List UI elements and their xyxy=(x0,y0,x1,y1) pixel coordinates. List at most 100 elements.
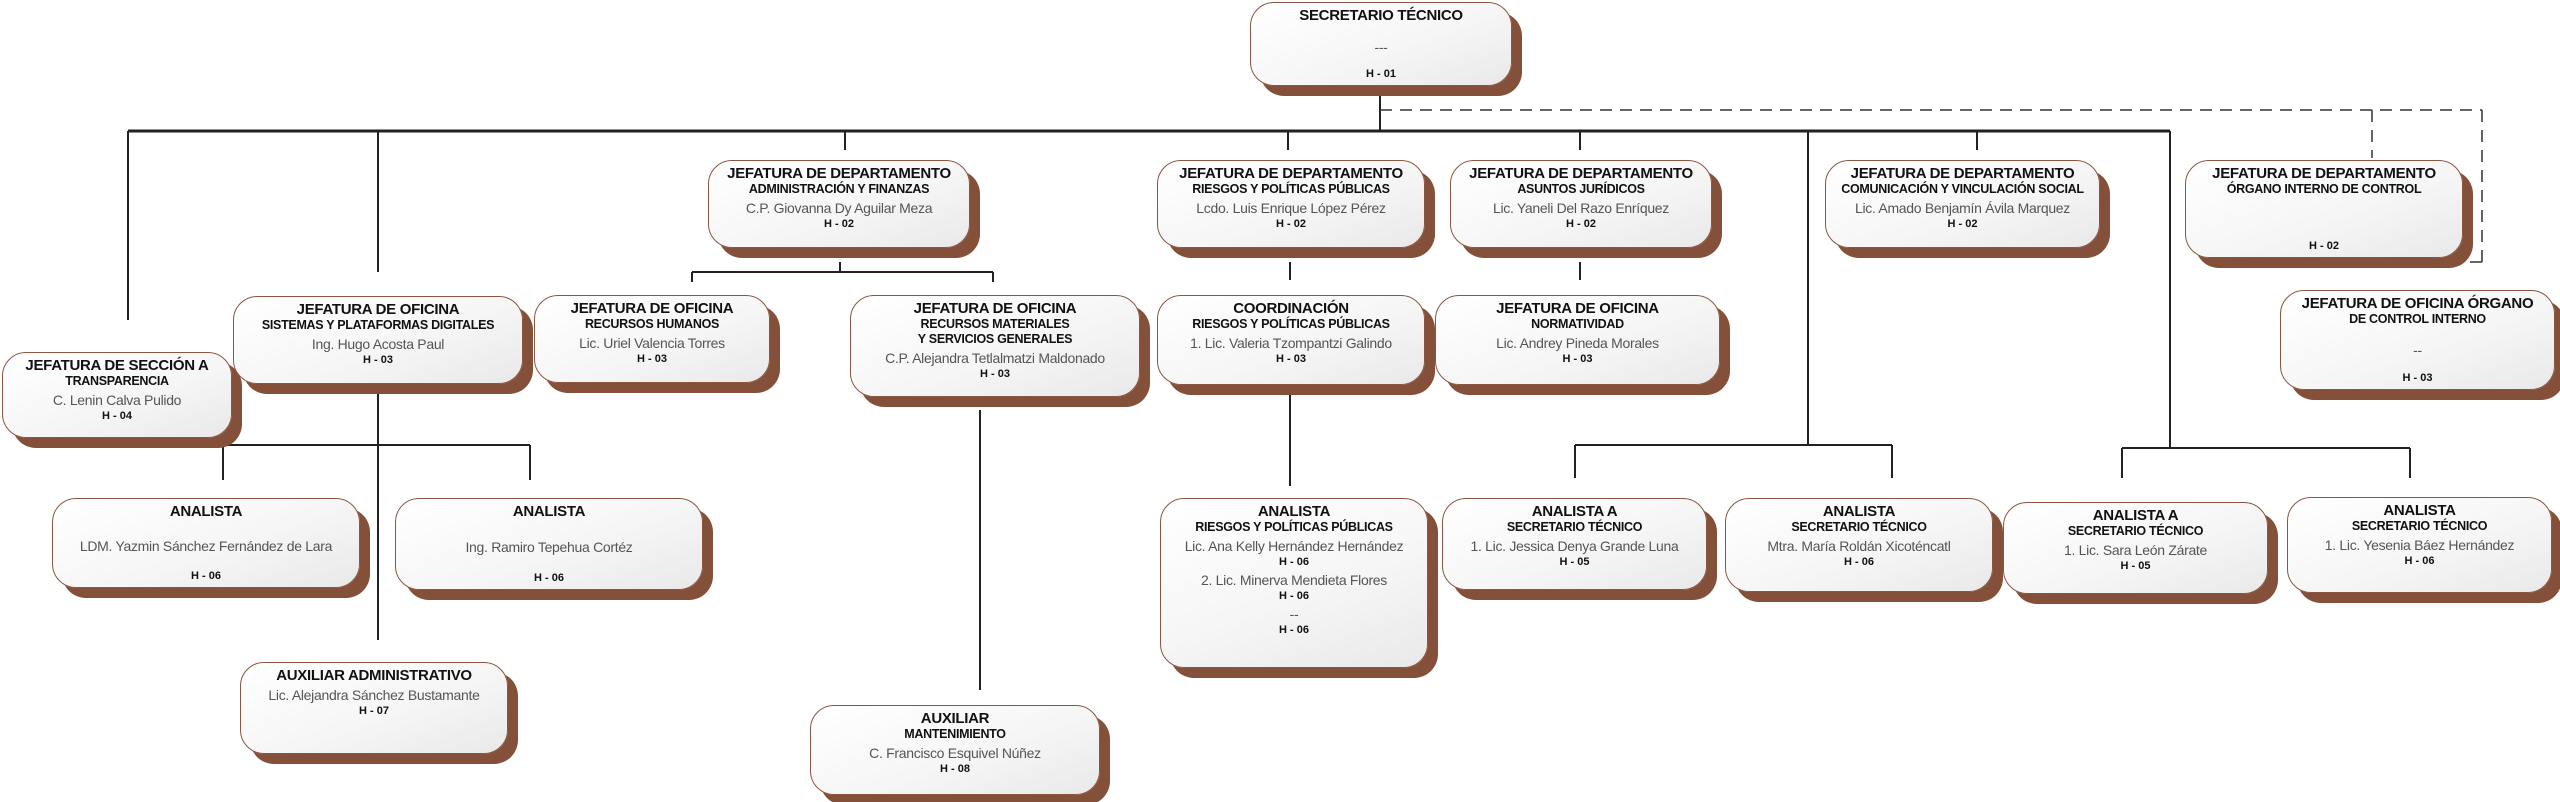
level-code: H - 03 xyxy=(980,368,1010,380)
level-code: H - 06 xyxy=(191,570,221,582)
node-title: JEFATURA DE OFICINA xyxy=(913,300,1077,317)
node-subtitle: ADMINISTRACIÓN Y FINANZAS xyxy=(748,182,930,196)
node-subtitle: SECRETARIO TÉCNICO xyxy=(2067,524,2204,538)
node-title: JEFATURA DE DEPARTAMENTO xyxy=(1469,165,1693,182)
node-subtitle: SECRETARIO TÉCNICO xyxy=(1791,520,1927,534)
person-name: 1. Lic. Yesenia Báez Hernández xyxy=(2324,537,2515,553)
person-name: Ing. Hugo Acosta Paul xyxy=(311,336,445,352)
node-subtitle: RIESGOS Y POLÍTICAS PÚBLICAS xyxy=(1195,520,1393,534)
org-node-secretario[interactable]: SECRETARIO TÉCNICO---H - 01 xyxy=(1250,2,1512,86)
node-subtitle: NORMATIVIDAD xyxy=(1531,317,1624,331)
level-code: H - 06 xyxy=(534,572,564,584)
person-name: 1. Lic. Jessica Denya Grande Luna xyxy=(1470,538,1679,554)
level-code: H - 03 xyxy=(2402,372,2433,384)
node-title: AUXILIAR ADMINISTRATIVO xyxy=(276,667,472,684)
level-code: H - 03 xyxy=(1562,353,1593,365)
person-name: C.P. Alejandra Tetlalmatzi Maldonado xyxy=(885,350,1105,366)
level-code: H - 06 xyxy=(2404,555,2435,567)
level-code: H - 06 xyxy=(1844,556,1874,568)
person-name: 1. Lic. Sara León Zárate xyxy=(2064,542,2207,558)
node-subtitle: SISTEMAS Y PLATAFORMAS DIGITALES xyxy=(261,318,495,332)
node-title: JEFATURA DE DEPARTAMENTO xyxy=(1179,165,1403,182)
node-subtitle: RECURSOS HUMANOS xyxy=(584,317,720,331)
person-name: Mtra. María Roldán Xicoténcatl xyxy=(1767,538,1951,554)
node-subtitle: RECURSOS MATERIALES Y SERVICIOS GENERALE… xyxy=(917,317,1073,346)
node-title: JEFATURA DE DEPARTAMENTO xyxy=(1850,165,2075,182)
node-title: ANALISTA A xyxy=(1531,503,1618,520)
node-title: JEFATURA DE OFICINA xyxy=(1496,300,1659,317)
level-code: H - 06 xyxy=(1279,624,1309,636)
node-subtitle: DE CONTROL INTERNO xyxy=(2349,312,2486,326)
person-name: Lcdo. Luis Enrique López Pérez xyxy=(1196,200,1386,216)
level-code: H - 04 xyxy=(102,410,132,422)
level-code: H - 01 xyxy=(1366,68,1396,80)
level-code: H - 05 xyxy=(1559,556,1590,568)
node-title: ANALISTA xyxy=(1822,503,1896,520)
person-name: LDM. Yazmin Sánchez Fernández de Lara xyxy=(79,537,333,554)
level-code: H - 02 xyxy=(824,218,854,230)
person-name: -- xyxy=(2413,342,2422,358)
person-name: C.P. Giovanna Dy Aguilar Meza xyxy=(745,200,933,216)
person-name: 1. Lic. Valeria Tzompantzi Galindo xyxy=(1190,335,1392,351)
node-title: JEFATURA DE SECCIÓN A xyxy=(25,357,209,374)
node-subtitle: TRANSPARENCIA xyxy=(65,374,169,388)
node-subtitle: RIESGOS Y POLÍTICAS PÚBLICAS xyxy=(1192,182,1390,196)
person-name: Lic. Andrey Pineda Morales xyxy=(1496,335,1659,351)
level-code: H - 02 xyxy=(1947,218,1978,230)
level-code: H - 03 xyxy=(1276,353,1306,365)
node-title: ANALISTA xyxy=(169,503,243,520)
person-name: C. Francisco Esquivel Núñez xyxy=(869,745,1041,761)
node-subtitle: SECRETARIO TÉCNICO xyxy=(2351,519,2488,533)
node-title: JEFATURA DE OFICINA ÓRGANO xyxy=(2301,295,2534,312)
level-code: H - 02 xyxy=(2309,240,2339,252)
node-title: JEFATURA DE OFICINA xyxy=(296,301,460,318)
person-name: --- xyxy=(1374,38,1388,55)
person-name: 2. Lic. Minerva Mendieta Flores xyxy=(1200,572,1387,588)
node-title: ANALISTA xyxy=(1257,503,1331,520)
node-subtitle: COMUNICACIÓN Y VINCULACIÓN SOCIAL xyxy=(1841,182,2084,196)
node-title: ANALISTA xyxy=(2383,502,2456,519)
node-subtitle: ÓRGANO INTERNO DE CONTROL xyxy=(2226,182,2422,196)
level-code: H - 06 xyxy=(1279,590,1309,602)
person-name: Lic. Ana Kelly Hernández Hernández xyxy=(1184,538,1404,554)
node-subtitle: SECRETARIO TÉCNICO xyxy=(1506,520,1643,534)
node-title: AUXILIAR xyxy=(920,710,990,727)
level-code: H - 02 xyxy=(1276,218,1306,230)
node-subtitle: MANTENIMIENTO xyxy=(904,727,1006,741)
level-code: H - 05 xyxy=(2120,560,2151,572)
node-title: COORDINACIÓN xyxy=(1233,300,1349,317)
level-code: H - 02 xyxy=(1566,218,1596,230)
org-node-analista-yazmin[interactable]: ANALISTA LDM. Yazmin Sánchez Fernández de… xyxy=(52,498,360,588)
level-code: H - 07 xyxy=(359,705,389,717)
person-name: Lic. Amado Benjamín Ávila Marquez xyxy=(1855,200,2070,216)
node-subtitle: RIESGOS Y POLÍTICAS PÚBLICAS xyxy=(1192,317,1390,331)
node-title: ANALISTA A xyxy=(2092,507,2179,524)
person-name: Lic. Yaneli Del Razo Enríquez xyxy=(1493,200,1669,216)
person-name: -- xyxy=(1289,606,1299,622)
node-title: JEFATURA DE DEPARTAMENTO xyxy=(727,165,951,182)
node-title: JEFATURA DE DEPARTAMENTO xyxy=(2212,165,2436,182)
person-name: Lic. Uriel Valencia Torres xyxy=(579,335,725,351)
level-code: H - 03 xyxy=(363,354,393,366)
